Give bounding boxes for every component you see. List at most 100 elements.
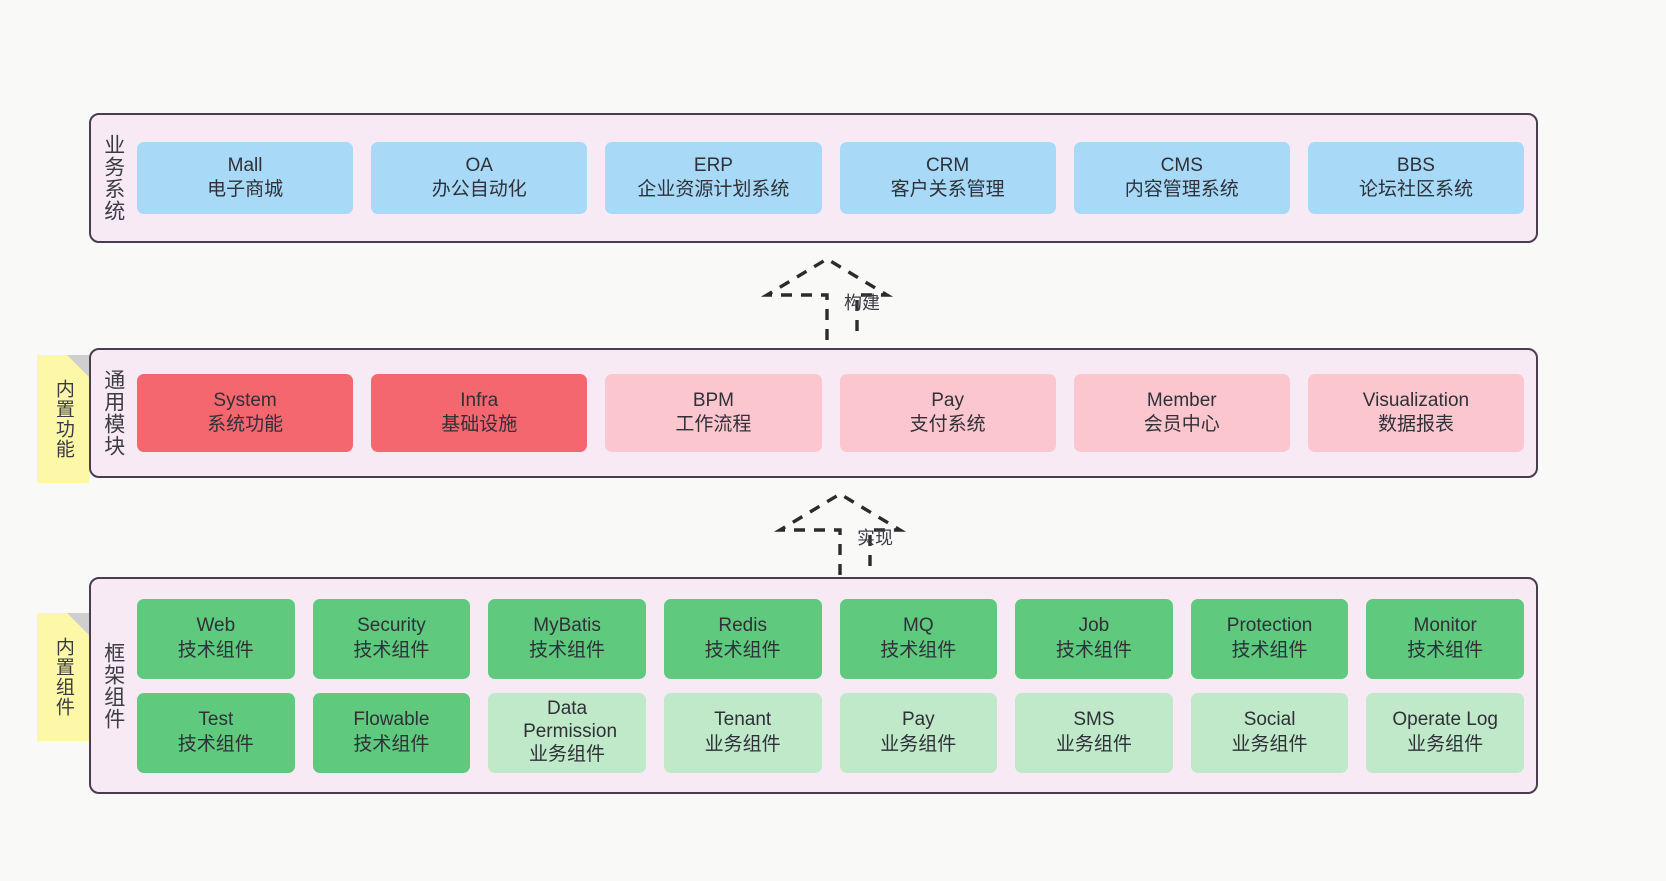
- card-title: Data Permission: [523, 698, 618, 743]
- card-title: Social: [1243, 709, 1296, 731]
- card-title: SMS: [1073, 709, 1115, 731]
- card-subtitle: 电子商城: [207, 179, 284, 200]
- card-member[interactable]: Member 会员中心: [1073, 374, 1290, 452]
- connector-implement: 实现: [768, 490, 928, 580]
- card-subtitle: 工作流程: [675, 414, 752, 435]
- card-row: Web 技术组件 Security 技术组件 MyBatis 技术组件 Redi…: [137, 598, 1524, 679]
- card-pay-business[interactable]: Pay 业务组件: [839, 692, 998, 773]
- card-subtitle: 办公自动化: [431, 179, 527, 200]
- connector-label: 实现: [857, 528, 893, 548]
- card-subtitle: 业务组件: [1407, 733, 1484, 755]
- card-visualization[interactable]: Visualization 数据报表: [1307, 374, 1525, 452]
- layer-label-business-system: 业务系统: [101, 134, 125, 222]
- card-subtitle: 企业资源计划系统: [637, 179, 790, 200]
- card-title: Mall: [227, 154, 263, 176]
- card-title: Operate Log: [1392, 709, 1498, 731]
- card-subtitle: 内容管理系统: [1124, 179, 1239, 200]
- card-subtitle: 基础设施: [441, 414, 518, 435]
- connector-label: 构建: [844, 293, 880, 313]
- card-mq[interactable]: MQ 技术组件: [839, 598, 998, 679]
- card-subtitle: 技术组件: [1055, 639, 1132, 661]
- card-subtitle: 会员中心: [1143, 414, 1220, 435]
- card-protection[interactable]: Protection 技术组件: [1190, 598, 1349, 679]
- card-title: CRM: [925, 154, 970, 176]
- card-sms[interactable]: SMS 业务组件: [1015, 692, 1173, 773]
- layer-body-business-system: Mall 电子商城 OA 办公自动化 ERP 企业资源计划系统 CRM 客户关系…: [135, 115, 1536, 241]
- card-oa[interactable]: OA 办公自动化: [371, 142, 588, 214]
- card-title: Security: [357, 615, 426, 637]
- card-title: System: [213, 389, 277, 411]
- card-infra[interactable]: Infra 基础设施: [371, 374, 588, 452]
- card-mall[interactable]: Mall 电子商城: [137, 142, 354, 214]
- card-subtitle: 业务组件: [880, 733, 957, 755]
- card-redis[interactable]: Redis 技术组件: [663, 598, 822, 679]
- card-title: Job: [1078, 615, 1110, 637]
- card-subtitle: 技术组件: [177, 733, 254, 755]
- card-title: OA: [465, 154, 493, 176]
- sticky-note-builtin-function: 内置功能: [37, 355, 89, 483]
- card-social[interactable]: Social 业务组件: [1190, 692, 1349, 773]
- card-title: Member: [1146, 389, 1217, 411]
- card-subtitle: 技术组件: [177, 639, 254, 661]
- card-subtitle: 技术组件: [880, 639, 957, 661]
- generalization-arrow-icon: [773, 492, 907, 575]
- card-subtitle: 支付系统: [909, 414, 986, 435]
- card-pay[interactable]: Pay 支付系统: [839, 374, 1056, 452]
- card-erp[interactable]: ERP 企业资源计划系统: [605, 142, 822, 214]
- card-title: MQ: [903, 615, 934, 637]
- card-subtitle: 技术组件: [1231, 639, 1308, 661]
- card-subtitle: 技术组件: [1407, 639, 1484, 661]
- card-subtitle: 技术组件: [529, 639, 606, 661]
- card-security[interactable]: Security 技术组件: [312, 598, 471, 679]
- card-flowable[interactable]: Flowable 技术组件: [312, 692, 471, 773]
- card-data-permission[interactable]: Data Permission 业务组件: [488, 692, 646, 773]
- card-title: Web: [196, 615, 236, 637]
- card-title: Test: [198, 709, 234, 731]
- card-web[interactable]: Web 技术组件: [137, 598, 295, 679]
- card-title: Pay: [901, 709, 935, 731]
- card-subtitle: 客户关系管理: [890, 179, 1005, 200]
- card-title: Flowable: [353, 709, 430, 731]
- card-title: BBS: [1396, 154, 1435, 176]
- card-subtitle: 论坛社区系统: [1358, 179, 1473, 200]
- card-tenant[interactable]: Tenant 业务组件: [663, 692, 822, 773]
- card-subtitle: 系统功能: [207, 414, 284, 435]
- card-title: Protection: [1226, 615, 1313, 637]
- sticky-note-label: 内置组件: [52, 637, 74, 717]
- card-bpm[interactable]: BPM 工作流程: [605, 374, 822, 452]
- card-test[interactable]: Test 技术组件: [137, 692, 295, 773]
- generalization-arrow-icon: [760, 257, 894, 340]
- card-subtitle: 技术组件: [704, 639, 781, 661]
- card-subtitle: 技术组件: [353, 639, 430, 661]
- card-title: MyBatis: [533, 615, 601, 637]
- card-bbs[interactable]: BBS 论坛社区系统: [1307, 142, 1525, 214]
- card-row: Test 技术组件 Flowable 技术组件 Data Permission …: [137, 692, 1524, 773]
- card-subtitle: 业务组件: [529, 743, 606, 765]
- card-system[interactable]: System 系统功能: [137, 374, 354, 452]
- sticky-note-label: 内置功能: [52, 379, 74, 459]
- card-subtitle: 业务组件: [1055, 733, 1132, 755]
- card-subtitle: 数据报表: [1377, 414, 1454, 435]
- layer-label-framework-component: 框架组件: [101, 641, 125, 730]
- card-title: Monitor: [1413, 615, 1477, 637]
- card-cms[interactable]: CMS 内容管理系统: [1073, 142, 1290, 214]
- layer-body-common-module: System 系统功能 Infra 基础设施 BPM 工作流程 Pay 支付系统…: [135, 350, 1536, 476]
- layer-label-common-module: 通用模块: [101, 369, 125, 457]
- layer-common-module: 通用模块 System 系统功能 Infra 基础设施 BPM 工作流程 Pay…: [89, 348, 1538, 478]
- page-fold-icon: [67, 613, 89, 635]
- card-job[interactable]: Job 技术组件: [1015, 598, 1173, 679]
- card-title: ERP: [693, 154, 733, 176]
- card-operate-log[interactable]: Operate Log 业务组件: [1366, 692, 1524, 773]
- card-title: CMS: [1160, 154, 1203, 176]
- card-title: Tenant: [714, 709, 772, 731]
- card-title: BPM: [692, 389, 735, 411]
- card-crm[interactable]: CRM 客户关系管理: [839, 142, 1056, 214]
- card-row: System 系统功能 Infra 基础设施 BPM 工作流程 Pay 支付系统…: [137, 374, 1525, 452]
- card-title: Redis: [718, 615, 767, 637]
- card-title: Infra: [460, 389, 499, 411]
- card-mybatis[interactable]: MyBatis 技术组件: [488, 598, 646, 679]
- card-row: Mall 电子商城 OA 办公自动化 ERP 企业资源计划系统 CRM 客户关系…: [137, 142, 1525, 214]
- card-monitor[interactable]: Monitor 技术组件: [1366, 598, 1524, 679]
- page-fold-icon: [67, 355, 89, 377]
